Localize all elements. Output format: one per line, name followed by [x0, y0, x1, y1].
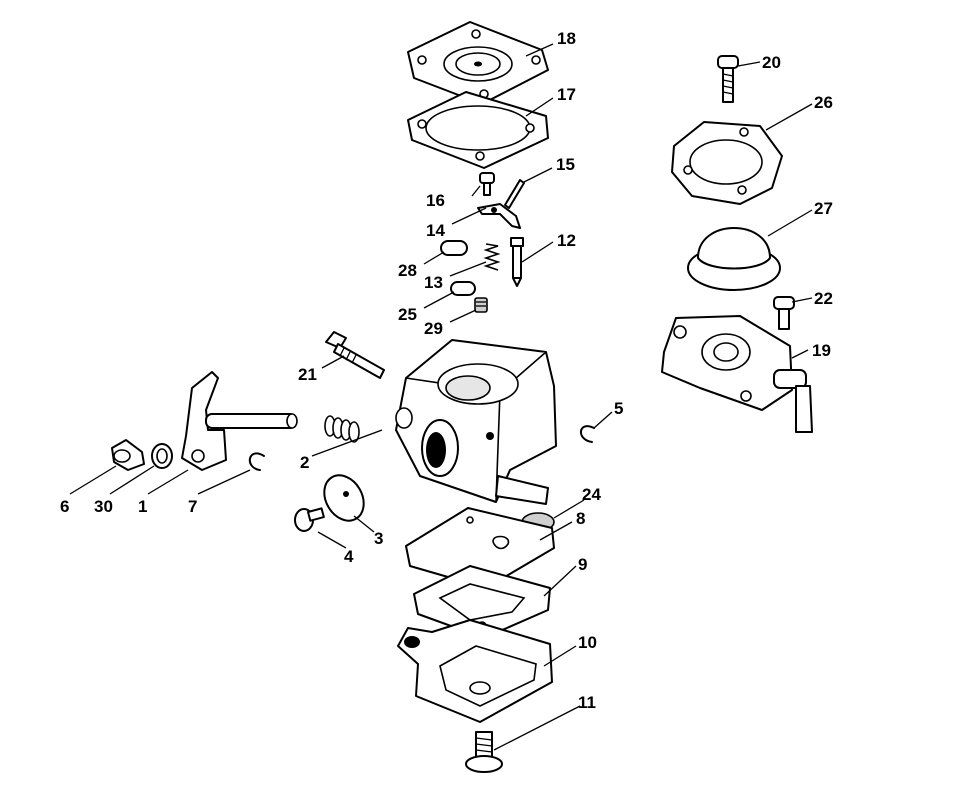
callout-7: 7 [188, 497, 197, 516]
callout-3: 3 [374, 529, 383, 548]
callout-19: 19 [812, 341, 831, 360]
leader-lines [69, 43, 813, 751]
callout-2: 2 [300, 453, 309, 472]
callout-25: 25 [398, 305, 417, 324]
callout-16: 16 [426, 191, 445, 210]
callout-10: 10 [578, 633, 597, 652]
callout-30: 30 [94, 497, 113, 516]
part-20-screw [717, 55, 739, 103]
callout-27: 27 [814, 199, 833, 218]
part-15-pin [504, 179, 525, 209]
part-18-cover-plate [407, 21, 549, 105]
part-4-screw [294, 507, 325, 532]
part-6-adjuster [111, 439, 145, 471]
callout-6: 6 [60, 497, 69, 516]
part-26-flange [671, 121, 783, 205]
part-10-end-cover [397, 619, 553, 723]
callout-18: 18 [557, 29, 576, 48]
part-7-circlip [249, 452, 265, 471]
part-12-inlet-needle [510, 237, 524, 287]
part-17-diaphragm-gasket [407, 91, 549, 169]
callout-15: 15 [556, 155, 575, 174]
part-1-throttle-shaft [181, 371, 298, 471]
part-11-screw [465, 731, 503, 773]
part-25-plug [450, 281, 476, 296]
callouts: 18 17 16 15 14 12 28 13 25 29 20 26 27 2… [60, 29, 833, 712]
part-22-screw [773, 296, 795, 330]
carburetor-body [395, 339, 557, 505]
callout-29: 29 [424, 319, 443, 338]
part-28-plug [440, 240, 468, 256]
part-14-control-lever [477, 203, 521, 229]
callout-24: 24 [582, 485, 601, 504]
part-16-screw [479, 172, 495, 196]
callout-28: 28 [398, 261, 417, 280]
callout-14: 14 [426, 221, 445, 240]
part-13-spring [483, 243, 501, 271]
part-8-metering-plate [405, 507, 555, 589]
callout-22: 22 [814, 289, 833, 308]
callout-8: 8 [576, 509, 585, 528]
callout-26: 26 [814, 93, 833, 112]
callout-5: 5 [614, 399, 623, 418]
part-3-throttle-plate [323, 474, 365, 522]
part-5-circlip [580, 425, 595, 443]
part-30-washer [151, 443, 173, 469]
callout-4: 4 [344, 547, 354, 566]
callout-11: 11 [578, 693, 596, 712]
callout-12: 12 [557, 231, 576, 250]
callout-20: 20 [762, 53, 781, 72]
callout-13: 13 [424, 273, 443, 292]
part-27-primer-bulb [687, 227, 781, 291]
part-2-spring [324, 415, 360, 443]
callout-9: 9 [578, 555, 587, 574]
part-21-adjusting-screw [325, 331, 385, 379]
callout-17: 17 [557, 85, 576, 104]
part-19-pump-housing [661, 315, 813, 433]
part-9-gasket [413, 565, 551, 639]
callout-21: 21 [298, 365, 317, 384]
callout-1: 1 [138, 497, 147, 516]
part-29-fitting [474, 297, 488, 313]
